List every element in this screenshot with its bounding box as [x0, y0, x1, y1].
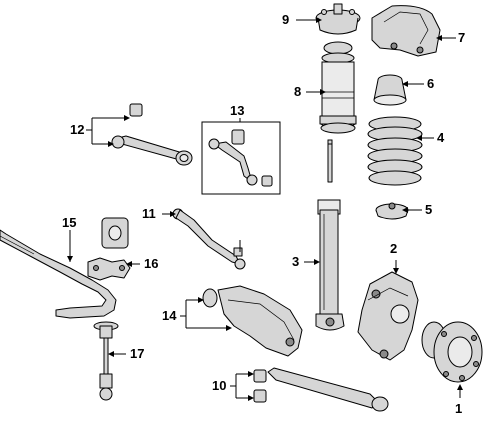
spring-seat-part — [375, 202, 409, 220]
callout-15: 15 — [62, 215, 77, 230]
callout-7: 7 — [458, 30, 466, 45]
callout-3: 3 — [292, 254, 300, 269]
callout-4: 4 — [437, 130, 445, 145]
callout-9: 9 — [282, 12, 290, 27]
callout-10: 10 — [212, 378, 227, 393]
coil-spring-part — [367, 116, 423, 186]
callout-1: 1 — [455, 401, 463, 416]
lower-arm-part — [202, 285, 303, 357]
callout-14: 14 — [162, 308, 177, 323]
knuckle-part — [357, 271, 419, 361]
bushing-bracket-part — [87, 257, 131, 281]
mount-bracket-part — [371, 5, 441, 57]
lateral-link-part — [253, 367, 389, 412]
strut-mount-part — [315, 3, 361, 35]
upper-arm-part — [111, 103, 193, 166]
link-group-box — [201, 121, 281, 195]
shock-absorber-part — [315, 139, 345, 331]
stabilizer-bushing-part — [101, 217, 129, 249]
spring-isolator-part — [373, 74, 407, 106]
hub-bearing-part — [421, 321, 483, 383]
stabilizer-bar-part — [0, 229, 117, 319]
callout-16: 16 — [144, 256, 159, 271]
callout-8: 8 — [294, 84, 302, 99]
callout-6: 6 — [427, 76, 435, 91]
stabilizer-link-part — [93, 321, 119, 401]
callout-13: 13 — [230, 103, 245, 118]
trailing-link-part — [172, 208, 246, 270]
leader-lines — [67, 17, 463, 401]
callout-17: 17 — [130, 346, 145, 361]
callout-5: 5 — [425, 202, 433, 217]
dust-boot-part — [319, 41, 357, 134]
callout-12: 12 — [70, 122, 85, 137]
callout-11: 11 — [142, 206, 156, 221]
callout-2: 2 — [390, 241, 398, 256]
